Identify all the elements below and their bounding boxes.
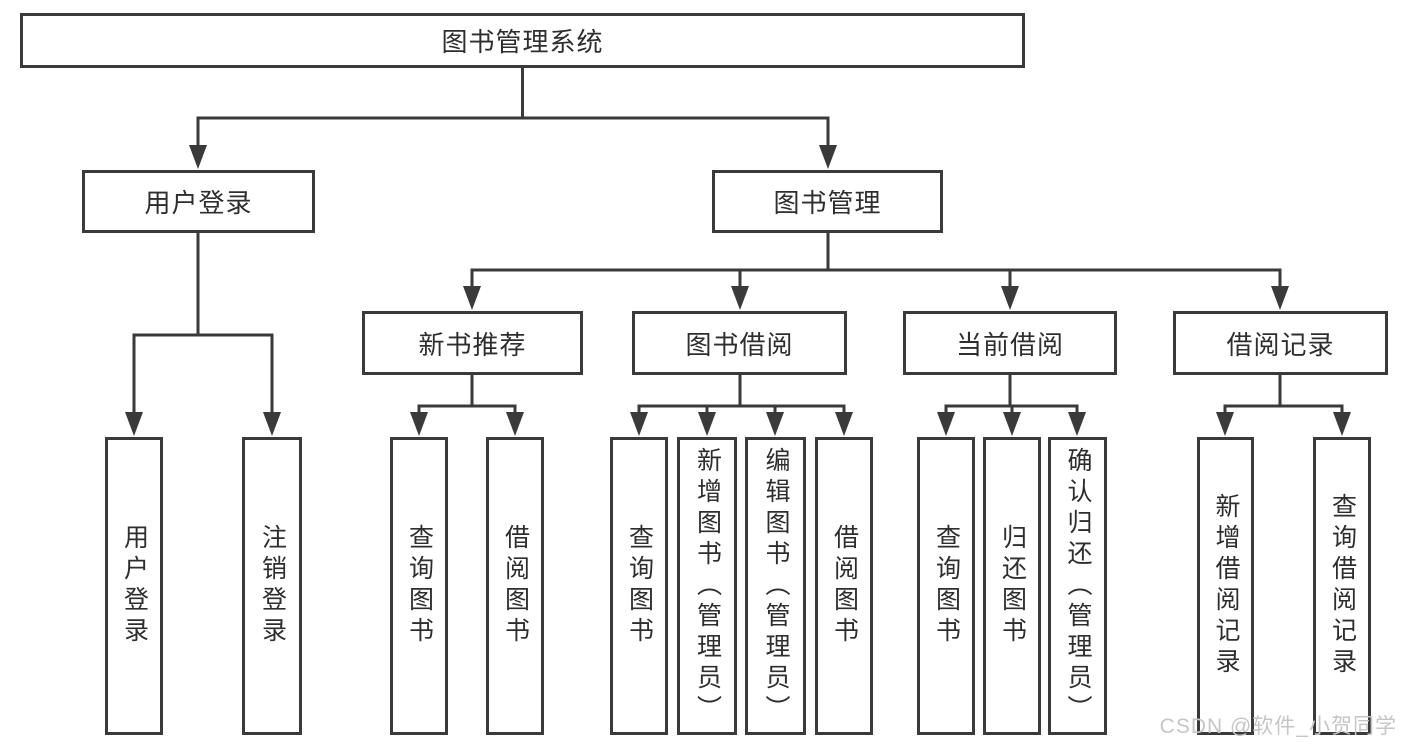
node-label: 图书管理系统 [441,27,604,57]
node-new-book-recommendation: 新书推荐 [362,311,583,375]
leaf-label: 查询图书 [405,524,434,648]
leaf-add-borrow-record: 新增借阅记录 [1197,437,1254,735]
leaf-label: 查询借阅记录 [1328,493,1357,679]
leaf-query-books-recommend: 查询图书 [390,437,448,735]
leaf-label: 用户登录 [120,524,149,648]
leaf-query-books-current: 查询图书 [917,437,975,735]
leaf-edit-books-admin: 编辑图书（管理员） [745,437,806,735]
node-label: 用户登录 [144,188,253,218]
leaf-label: 注销登录 [258,524,287,648]
csdn-watermark: CSDN @软件_小贺同学 [1159,715,1397,738]
leaf-query-books-borrow: 查询图书 [610,437,668,735]
leaf-label: 归还图书 [998,524,1027,648]
node-label: 新书推荐 [418,329,527,360]
leaf-return-books: 归还图书 [983,437,1041,735]
leaf-label: 查询图书 [625,524,654,648]
leaf-label: 编辑图书（管理员） [762,446,790,726]
leaf-label: 新增借阅记录 [1212,493,1240,679]
leaf-label: 借阅图书 [830,524,859,648]
node-library-management-system: 图书管理系统 [20,13,1025,68]
node-borrowing-records: 借阅记录 [1173,311,1388,375]
node-label: 借阅记录 [1226,329,1335,360]
node-book-management: 图书管理 [712,170,943,233]
leaf-logout: 注销登录 [242,437,302,735]
node-book-borrowing: 图书借阅 [632,311,847,375]
node-label: 图书借阅 [685,329,794,360]
leaf-borrow-books: 借阅图书 [815,437,873,735]
leaf-borrow-books-recommend: 借阅图书 [486,437,544,735]
leaf-label: 新增图书（管理员） [693,446,722,726]
leaf-label: 借阅图书 [501,524,530,648]
leaf-user-login: 用户登录 [105,437,163,735]
leaf-add-books-admin: 新增图书（管理员） [677,437,737,735]
leaf-confirm-return-admin: 确认归还（管理员） [1048,437,1107,735]
node-label: 当前借阅 [955,329,1064,360]
arrowheads [125,145,1351,436]
node-user-login: 用户登录 [82,170,315,233]
leaf-query-borrow-record: 查询借阅记录 [1313,437,1371,735]
node-label: 图书管理 [773,188,882,218]
leaf-label: 查询图书 [932,524,961,648]
leaf-label: 确认归还（管理员） [1064,446,1092,726]
node-current-borrowing: 当前借阅 [903,311,1117,375]
